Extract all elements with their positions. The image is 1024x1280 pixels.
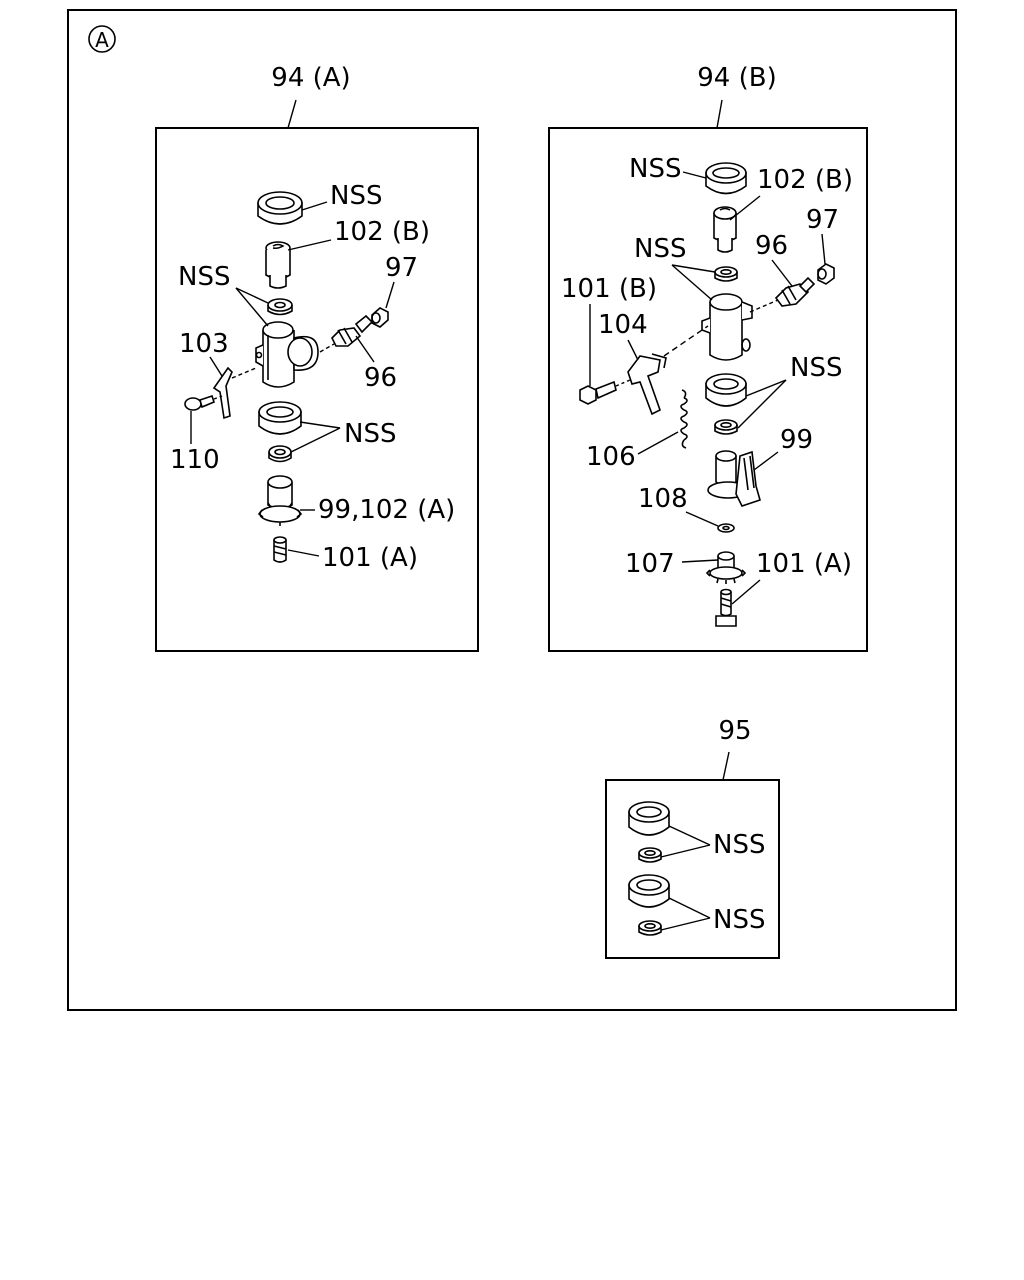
- b-label-99: 99: [780, 425, 813, 455]
- assembly-94a-title: 94 (A): [271, 63, 350, 93]
- a-label-101a: 101 (A): [322, 543, 418, 573]
- lower-seal-cap-part: [258, 401, 302, 435]
- b-lower-ring-part: [714, 419, 738, 435]
- view-marker: A: [88, 25, 116, 53]
- view-marker-letter: A: [95, 28, 109, 52]
- b-label-101b: 101 (B): [561, 274, 657, 304]
- b-label-106: 106: [586, 442, 636, 472]
- seal-cap-part: [257, 191, 303, 225]
- a-label-nss-cap: NSS: [330, 181, 382, 211]
- b-lower-seal-cap-part: [705, 373, 747, 407]
- a-label-97: 97: [385, 253, 418, 283]
- lower-ring-part: [268, 445, 292, 463]
- kit-label-nss-upper: NSS: [713, 830, 765, 860]
- b-label-102b: 102 (B): [757, 165, 853, 195]
- b-label-107: 107: [625, 549, 675, 579]
- kit-ring-lower-part: [638, 920, 662, 936]
- kit-label-nss-lower: NSS: [713, 905, 765, 935]
- assembly-94a: 94 (A): [155, 63, 479, 652]
- b-piston-102b-part: [713, 206, 737, 253]
- a-label-103: 103: [179, 329, 229, 359]
- piston-gear-99-102a-part: [257, 475, 303, 526]
- kit-seal-cap-lower-part: [628, 874, 670, 908]
- b-label-101a: 101 (A): [756, 549, 852, 579]
- a-label-nss-lower: NSS: [344, 419, 396, 449]
- a-label-102b: 102 (B): [334, 217, 430, 247]
- kit-seal-cap-upper-part: [628, 801, 670, 836]
- b-label-nss-lower: NSS: [790, 353, 842, 383]
- kit-95-box: [605, 779, 780, 959]
- b-label-108: 108: [638, 484, 688, 514]
- b-gear-107-part: [705, 551, 747, 584]
- assembly-94b: 94 (B): [548, 63, 868, 652]
- screw-110-part: [184, 394, 223, 411]
- outer-frame: [67, 9, 957, 1011]
- cap-97-part: [371, 307, 389, 328]
- b-cap-97-part: [817, 263, 835, 285]
- b-bleeder-96-part: [774, 276, 816, 307]
- kit-ring-upper-part: [638, 847, 662, 863]
- b-label-nss-cap: NSS: [629, 154, 681, 184]
- b-seal-cap-part: [705, 162, 747, 195]
- assembly-94b-box: [548, 127, 868, 652]
- b-label-104: 104: [598, 310, 648, 340]
- b-label-96: 96: [755, 231, 788, 261]
- assembly-94b-title: 94 (B): [697, 63, 776, 93]
- a-label-nss-pair: NSS: [178, 262, 230, 292]
- small-ring-part: [267, 298, 293, 316]
- b-label-97: 97: [806, 205, 839, 235]
- b-piston-99-part: [707, 450, 761, 507]
- bleeder-96-part: [319, 314, 374, 353]
- b-label-nss-pair: NSS: [634, 234, 686, 264]
- a-label-99-102a: 99,102 (A): [318, 495, 455, 525]
- piston-102b-part: [265, 241, 291, 289]
- valve-body-part: [255, 321, 319, 388]
- bracket-103-part: [212, 366, 257, 420]
- b-bolt-101b-part: [579, 379, 631, 405]
- b-bracket-104-part: [627, 325, 709, 416]
- a-label-110: 110: [170, 445, 220, 475]
- b-small-ring-part: [714, 266, 738, 282]
- screw-101a-part: [273, 536, 287, 563]
- b-spring-106-part: [680, 389, 688, 449]
- kit-95: 95 NSS NSS: [605, 716, 780, 959]
- b-screw-101a-part: [715, 588, 737, 627]
- b-valve-body-part: [701, 293, 779, 361]
- kit-95-title: 95: [718, 716, 751, 746]
- b-washer-108-part: [717, 523, 735, 533]
- a-label-96: 96: [364, 363, 397, 393]
- assembly-94a-box: [155, 127, 479, 652]
